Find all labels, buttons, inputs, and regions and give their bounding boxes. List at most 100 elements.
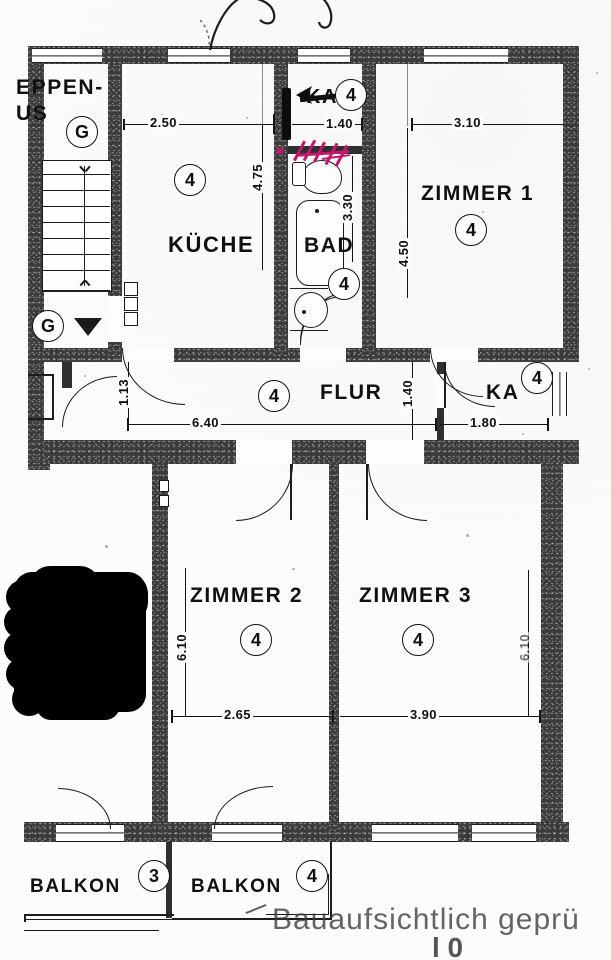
ka-strikeout-arrowhead	[296, 86, 312, 104]
magenta-mark-small	[277, 148, 283, 154]
door-swing-zimmer3	[368, 464, 427, 521]
bathtub-fixture	[296, 200, 344, 286]
magenta-underline-b	[321, 154, 351, 161]
window-zimmer1-top-b	[424, 48, 508, 63]
dimension-flur-width: 6.40	[190, 415, 221, 430]
cabinet-box-a	[124, 282, 138, 296]
balkon-outline-right	[172, 918, 332, 920]
dimension-flur-left-height: 1.13	[115, 377, 131, 408]
room-label-treppenhaus-line2: US	[16, 102, 49, 125]
redaction-blob-lobe	[36, 690, 120, 720]
approval-stamp-text-line2: l 0	[432, 932, 464, 960]
dimline-kueche-height	[262, 124, 263, 270]
alcove-line-a	[28, 374, 54, 376]
opening-zimmer3-corridor	[366, 440, 424, 464]
redaction-blob-lobe	[96, 572, 148, 624]
marker-zimmer3: 4	[402, 624, 434, 656]
dimension-kueche-height: 4.75	[249, 162, 265, 193]
exterior-wall-left-bottom	[28, 462, 50, 470]
dimension-zimmer1-height: 4.50	[395, 238, 411, 269]
marker-stair-lower: G	[32, 310, 64, 342]
stair-step	[42, 206, 110, 208]
marker-kueche: 4	[174, 164, 206, 196]
dimension-flur-height: 1.40	[399, 378, 415, 409]
bathtub-drain	[315, 209, 319, 213]
balkon-outline-left-edge	[24, 914, 26, 922]
marker-zimmer2: 4	[240, 624, 272, 656]
marker-ka-top: 4	[335, 79, 367, 111]
room-label-balkon-right: BALKON	[191, 876, 282, 897]
marker-bad: 4	[328, 268, 360, 300]
marker-ka-flur: 4	[521, 362, 553, 394]
marker-flur: 4	[258, 380, 290, 412]
dimline-flur-width	[128, 424, 436, 425]
exterior-wall-left-lower	[28, 348, 44, 468]
pipe-shaft-marker	[282, 88, 291, 140]
wall-bath-divider	[288, 146, 362, 154]
scan-speck	[522, 433, 524, 435]
sink-drain	[302, 310, 306, 314]
room-label-kueche: KÜCHE	[168, 232, 255, 257]
opening-zimmer2-corridor	[236, 440, 292, 464]
riser-box-a	[159, 480, 169, 492]
dimension-ka-width: 1.80	[468, 415, 499, 430]
approval-stamp-text: Bauaufsichtlich geprü	[272, 903, 580, 936]
room-label-zimmer2: ZIMMER 2	[190, 584, 304, 607]
stair-step	[42, 254, 110, 256]
stair-step	[42, 238, 110, 240]
door-leaf-zimmer2	[290, 464, 292, 520]
alcove-line-c	[52, 374, 54, 420]
marker-balkon-right: 4	[296, 860, 328, 892]
window-kitchen	[168, 48, 230, 63]
balkon-hair-low	[24, 930, 159, 932]
toilet-cistern	[292, 162, 306, 186]
room-label-ka-flur: KA	[486, 381, 520, 404]
wall-alcove-right	[62, 362, 72, 388]
dim-tick	[171, 710, 173, 723]
window-stairwell	[32, 48, 102, 63]
wall-corridor-bottom	[28, 440, 579, 464]
guide-line-zimmer1	[407, 64, 409, 126]
cabinet-box-c	[124, 312, 138, 326]
exterior-wall-right-upper	[563, 46, 579, 356]
opening-ka-flur	[434, 362, 444, 412]
window-zimmer1-top-a	[298, 48, 350, 63]
marker-stair-upper: G	[66, 116, 98, 148]
window-ka-right	[552, 372, 567, 416]
room-label-zimmer1: ZIMMER 1	[421, 182, 535, 205]
exterior-wall-left-upper	[28, 46, 44, 356]
stair-rail-line	[42, 290, 110, 292]
dim-tick	[435, 418, 437, 431]
marker-balkon-left: 3	[138, 860, 170, 892]
exterior-wall-right-lower	[541, 462, 563, 830]
riser-box-b	[159, 495, 169, 507]
stair-step	[42, 190, 110, 192]
room-label-bad: BAD	[304, 234, 355, 257]
bath-counter-line-b	[290, 330, 328, 332]
stamp-rule	[245, 903, 267, 915]
staircase	[42, 160, 112, 292]
door-leaf-zimmer3	[366, 464, 368, 520]
dimension-zimmer2-width: 2.65	[222, 707, 253, 722]
door-leaf-ka	[444, 362, 446, 408]
door-swing-kitchen	[122, 348, 185, 405]
scan-speck	[105, 545, 108, 548]
guide-line-kueche	[262, 64, 264, 124]
opening-stairwell-entry	[108, 296, 122, 342]
sink-fixture	[294, 292, 328, 328]
door-swing-zimmer2	[236, 464, 293, 521]
cabinet-box-b	[124, 297, 138, 311]
marker-zimmer1: 4	[455, 214, 487, 246]
dimension-bad-width: 1.40	[324, 116, 355, 131]
stair-step	[42, 270, 110, 272]
scan-speck	[246, 117, 248, 119]
scan-speck	[588, 368, 590, 370]
room-label-zimmer3: ZIMMER 3	[359, 584, 473, 607]
room-label-flur: FLUR	[320, 381, 383, 404]
stair-direction-arrow	[84, 166, 86, 286]
dim-tick	[547, 418, 549, 431]
window-zimmer3-bottom	[372, 824, 458, 842]
wall-zimmer2-zimmer3	[329, 464, 339, 832]
dim-tick	[411, 118, 413, 131]
